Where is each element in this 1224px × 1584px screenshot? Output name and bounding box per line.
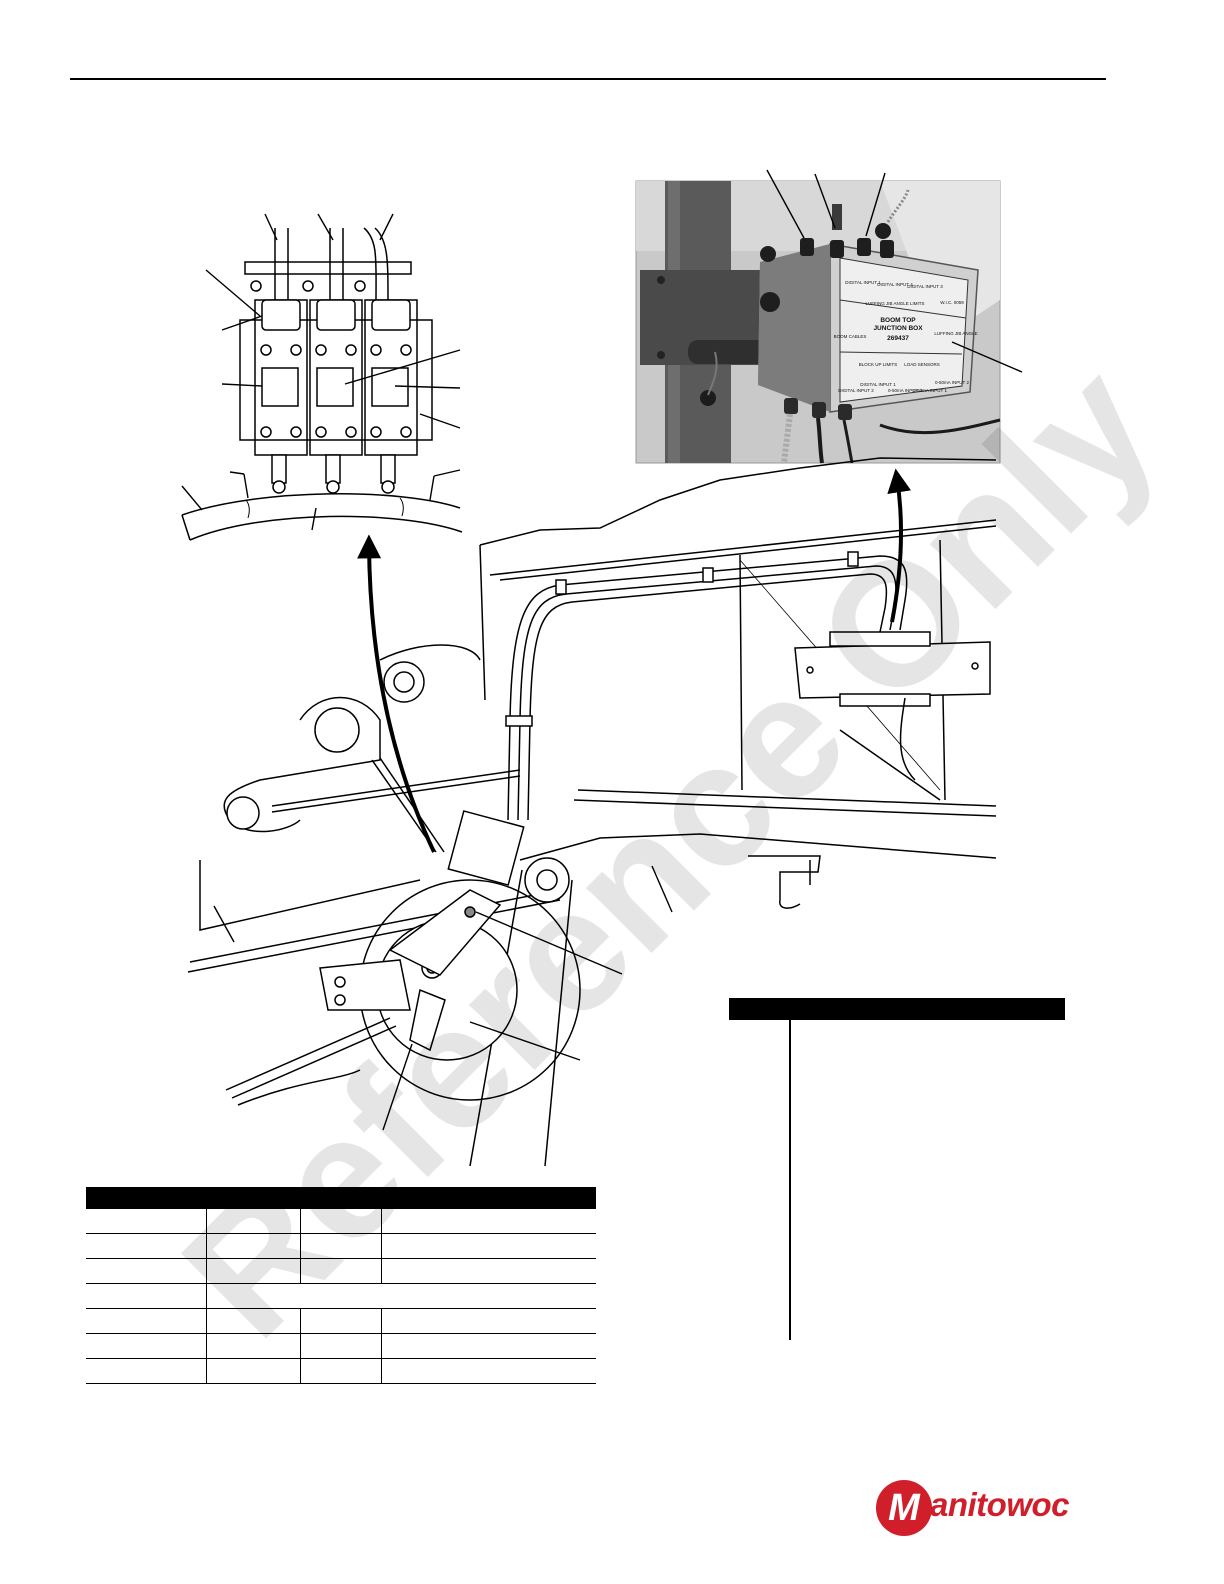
legend-table-divider xyxy=(789,1020,791,1340)
photo-label-line: BOOM CABLES xyxy=(834,334,867,339)
photo-label-line: DIGITAL INPUT 1 xyxy=(845,280,881,285)
photo-label-line: LOAD SENSORS xyxy=(904,362,940,367)
manitowoc-logo: M anitowoc xyxy=(876,1480,1096,1540)
photo-label-line: 269437 xyxy=(887,335,909,342)
photo-label-line: DIGITAL INPUT 4 xyxy=(877,282,913,287)
photo-label-line: 0-50mA INPUT 1 xyxy=(913,388,947,393)
spec-table xyxy=(86,1187,596,1384)
legend-table-header xyxy=(729,998,1065,1020)
logo-text: anitowoc xyxy=(930,1486,1070,1523)
curved-arrow-icon xyxy=(357,534,436,853)
limit-switch-inset xyxy=(181,227,463,541)
boom-structure xyxy=(187,457,997,1167)
photo-label-line: LUFFING JIB ANGLE LIMITS xyxy=(865,301,924,306)
junction-box-photo: DIGITAL INPUT 1 DIGITAL INPUT 4 DIGITAL … xyxy=(635,180,1001,464)
photo-label-line: 0-50mA INPUT 3 xyxy=(888,388,922,393)
table-row xyxy=(86,1258,596,1284)
logo-badge: M xyxy=(876,1480,932,1536)
photo-label-line: JUNCTION BOX xyxy=(873,325,923,332)
photo-label-line: 0-50mA INPUT 2 xyxy=(935,380,969,385)
photo-label-line: BOOM TOP xyxy=(880,317,916,324)
photo-label-line: DIGITAL INPUT 1 xyxy=(860,382,896,387)
photo-label-line: LUFFING JIB ANGLE xyxy=(934,331,977,336)
photo-label-line: BLOCK UP LIMITS xyxy=(859,362,897,367)
table-row xyxy=(86,1358,596,1384)
table-row xyxy=(86,1333,596,1359)
table-row xyxy=(86,1283,596,1309)
photo-label-line: W.I.C. 0059 xyxy=(940,300,964,305)
table-row xyxy=(86,1233,596,1259)
photo-label-line: DIGITAL INPUT 2 xyxy=(838,388,874,393)
header-rule xyxy=(70,78,1106,80)
photo-label-line: DIGITAL INPUT 3 xyxy=(907,284,943,289)
legend-table xyxy=(729,998,1065,1340)
table-row xyxy=(86,1209,596,1234)
table-header xyxy=(86,1187,596,1209)
table-row xyxy=(86,1308,596,1334)
